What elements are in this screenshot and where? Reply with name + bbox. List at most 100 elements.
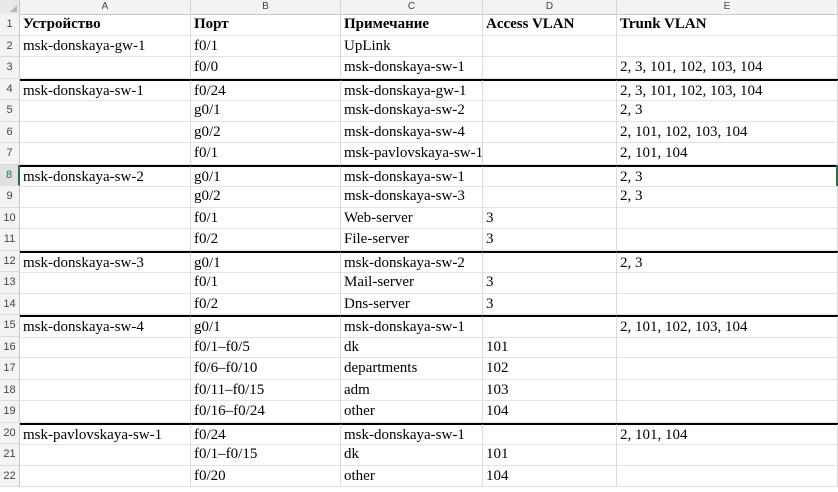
- cell-a[interactable]: [20, 293, 191, 315]
- cell-a[interactable]: Устройство: [20, 14, 191, 36]
- cell-e[interactable]: 2, 3: [617, 100, 838, 122]
- cell-c[interactable]: Dns-server: [341, 293, 483, 315]
- cell-e[interactable]: Trunk VLAN: [617, 14, 838, 36]
- cell-b[interactable]: f0/24: [191, 79, 341, 101]
- row-header[interactable]: 2: [0, 35, 20, 57]
- cell-c[interactable]: msk-donskaya-sw-4: [341, 121, 483, 143]
- cell-d[interactable]: 104: [483, 401, 617, 423]
- cell-e[interactable]: 2, 3: [617, 251, 838, 273]
- cell-b[interactable]: f0/1–f0/15: [191, 444, 341, 466]
- cell-d[interactable]: [483, 143, 617, 165]
- cell-e[interactable]: [617, 336, 838, 358]
- select-all-corner[interactable]: [0, 0, 20, 14]
- row-header[interactable]: 16: [0, 336, 20, 358]
- row-header[interactable]: 19: [0, 401, 20, 423]
- row-header[interactable]: 11: [0, 229, 20, 251]
- cell-b[interactable]: f0/2: [191, 293, 341, 315]
- column-header-d[interactable]: D: [483, 0, 617, 14]
- cell-c[interactable]: msk-donskaya-sw-1: [341, 316, 483, 338]
- cell-c[interactable]: adm: [341, 379, 483, 401]
- cell-e[interactable]: [617, 207, 838, 229]
- cell-c[interactable]: msk-donskaya-sw-3: [341, 186, 483, 208]
- cell-a[interactable]: [20, 143, 191, 165]
- cell-b[interactable]: f0/1–f0/5: [191, 336, 341, 358]
- cell-e[interactable]: 2, 101, 104: [617, 423, 838, 445]
- cell-b[interactable]: f0/16–f0/24: [191, 401, 341, 423]
- row-header[interactable]: 8: [0, 164, 20, 186]
- row-header[interactable]: 1: [0, 14, 20, 36]
- cell-b[interactable]: f0/1: [191, 207, 341, 229]
- cell-e[interactable]: [617, 465, 838, 487]
- cell-c[interactable]: msk-donskaya-gw-1: [341, 79, 483, 101]
- column-header-a[interactable]: A: [20, 0, 191, 14]
- cell-d[interactable]: [483, 79, 617, 101]
- cell-a[interactable]: [20, 186, 191, 208]
- cell-a[interactable]: [20, 401, 191, 423]
- cell-d[interactable]: 3: [483, 293, 617, 315]
- cell-e[interactable]: 2, 101, 102, 103, 104: [617, 316, 838, 338]
- cell-c[interactable]: msk-donskaya-sw-1: [341, 57, 483, 79]
- cell-e[interactable]: 2, 101, 102, 103, 104: [617, 121, 838, 143]
- row-header[interactable]: 21: [0, 444, 20, 466]
- cell-b[interactable]: f0/6–f0/10: [191, 358, 341, 380]
- row-header[interactable]: 13: [0, 272, 20, 294]
- cell-c[interactable]: departments: [341, 358, 483, 380]
- cell-e[interactable]: 2, 3, 101, 102, 103, 104: [617, 57, 838, 79]
- row-header[interactable]: 14: [0, 293, 20, 315]
- row-header[interactable]: 5: [0, 100, 20, 122]
- cell-c[interactable]: msk-pavlovskaya-sw-1: [341, 143, 483, 165]
- row-header[interactable]: 22: [0, 465, 20, 487]
- cell-c[interactable]: msk-donskaya-sw-1: [341, 423, 483, 445]
- cell-c[interactable]: Web-server: [341, 207, 483, 229]
- cell-d[interactable]: [483, 186, 617, 208]
- cell-a[interactable]: [20, 100, 191, 122]
- cell-d[interactable]: [483, 251, 617, 273]
- cell-d[interactable]: [483, 316, 617, 338]
- cell-e[interactable]: 2, 3, 101, 102, 103, 104: [617, 79, 838, 101]
- cell-a[interactable]: [20, 358, 191, 380]
- row-header[interactable]: 9: [0, 186, 20, 208]
- cell-e[interactable]: [617, 272, 838, 294]
- cell-d[interactable]: 3: [483, 207, 617, 229]
- cell-c[interactable]: other: [341, 401, 483, 423]
- cell-c[interactable]: msk-donskaya-sw-2: [341, 251, 483, 273]
- cell-b[interactable]: g0/1: [191, 251, 341, 273]
- cell-d[interactable]: [483, 165, 617, 187]
- cell-a[interactable]: [20, 229, 191, 251]
- cell-c[interactable]: dk: [341, 336, 483, 358]
- row-header[interactable]: 7: [0, 143, 20, 165]
- cell-a[interactable]: msk-donskaya-gw-1: [20, 35, 191, 57]
- cell-d[interactable]: [483, 57, 617, 79]
- cell-e[interactable]: [617, 358, 838, 380]
- cell-b[interactable]: g0/1: [191, 316, 341, 338]
- cell-a[interactable]: [20, 465, 191, 487]
- cell-e[interactable]: [617, 293, 838, 315]
- cell-a[interactable]: [20, 444, 191, 466]
- cell-e[interactable]: [617, 444, 838, 466]
- cell-c[interactable]: Примечание: [341, 14, 483, 36]
- row-header[interactable]: 17: [0, 358, 20, 380]
- cell-c[interactable]: msk-donskaya-sw-2: [341, 100, 483, 122]
- cell-c[interactable]: msk-donskaya-sw-1: [341, 165, 483, 187]
- column-header-b[interactable]: B: [191, 0, 341, 14]
- cell-c[interactable]: File-server: [341, 229, 483, 251]
- cell-d[interactable]: 101: [483, 444, 617, 466]
- cell-d[interactable]: [483, 100, 617, 122]
- cell-a[interactable]: msk-donskaya-sw-2: [20, 165, 191, 187]
- cell-b[interactable]: f0/20: [191, 465, 341, 487]
- cell-e[interactable]: 2, 101, 104: [617, 143, 838, 165]
- cell-d[interactable]: 3: [483, 229, 617, 251]
- cell-e[interactable]: [617, 379, 838, 401]
- cell-b[interactable]: g0/1: [191, 165, 341, 187]
- cell-b[interactable]: f0/2: [191, 229, 341, 251]
- cell-e[interactable]: [617, 401, 838, 423]
- cell-c[interactable]: UpLink: [341, 35, 483, 57]
- cell-c[interactable]: dk: [341, 444, 483, 466]
- cell-b[interactable]: f0/24: [191, 423, 341, 445]
- cell-a[interactable]: [20, 272, 191, 294]
- cell-d[interactable]: 3: [483, 272, 617, 294]
- cell-a[interactable]: [20, 57, 191, 79]
- row-header[interactable]: 3: [0, 57, 20, 79]
- cell-d[interactable]: 103: [483, 379, 617, 401]
- cell-b[interactable]: g0/1: [191, 100, 341, 122]
